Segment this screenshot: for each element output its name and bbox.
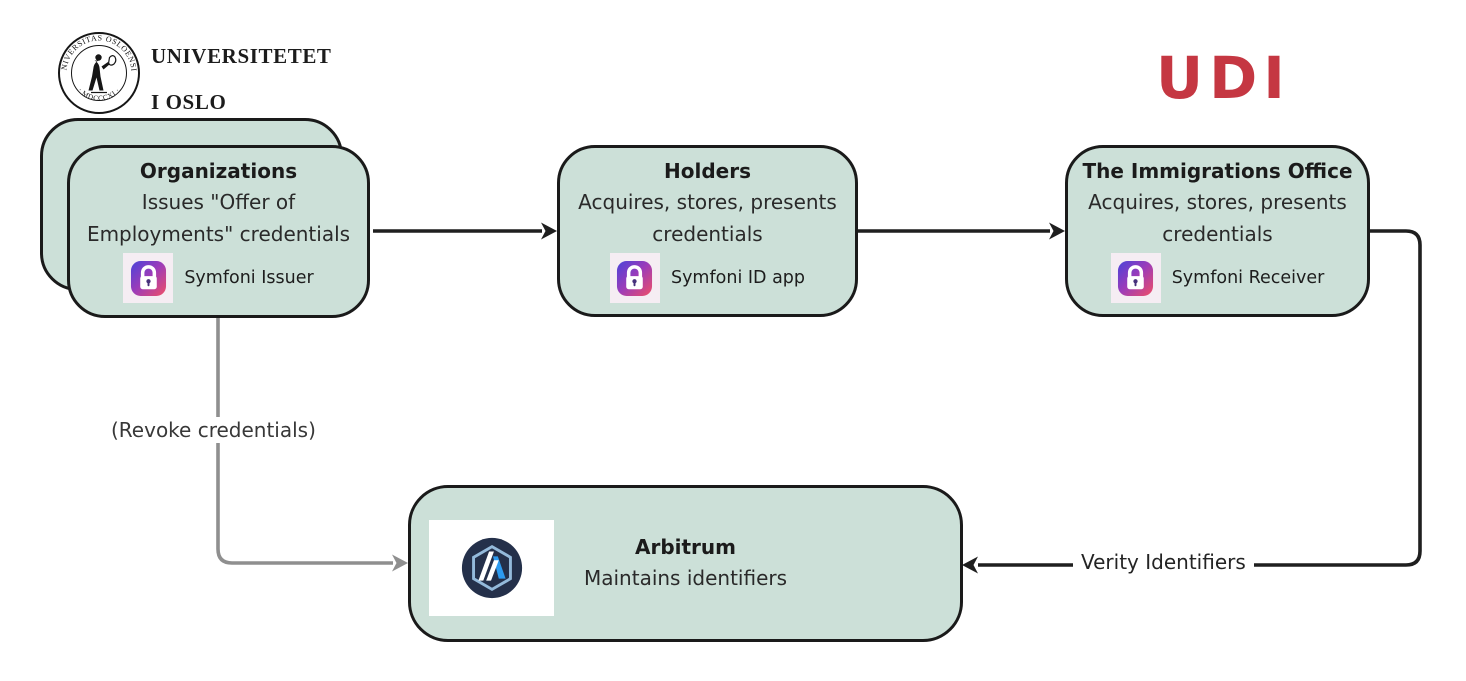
uio-logo-line2: I OSLO [151, 90, 227, 114]
edge-immigrations-to-arbitrum [978, 229, 1422, 567]
immigrations-description-line2: credentials [1162, 221, 1273, 246]
arrowhead-to-arbitrum-right-icon [962, 556, 978, 574]
immigrations-description-line1: Acquires, stores, presents [1088, 190, 1347, 214]
symfoni-id-app-lock-icon [609, 253, 660, 303]
symfoni-issuer-lock-icon [123, 253, 174, 303]
symfoni-receiver-lock-icon [1110, 253, 1161, 303]
uio-logo-line1: UNIVERSITETET [151, 44, 332, 68]
organizations-app-label: Symfoni Issuer [184, 268, 314, 288]
organizations-description-line2: Employments" credentials [86, 221, 351, 246]
holders-app-label: Symfoni ID app [670, 268, 806, 288]
immigrations-app-label: Symfoni Receiver [1171, 268, 1325, 288]
edge-label-verity-identifiers: Verity Identifiers [1073, 549, 1254, 575]
organizations-title: Organizations [139, 159, 298, 183]
immigrations-title: The Immigrations Office [1082, 159, 1353, 183]
node-organizations: Organizations Issues "Offer of Employmen… [67, 145, 370, 318]
node-holders: Holders Acquires, stores, presents crede… [557, 145, 858, 317]
immigrations-app-row: Symfoni Receiver [1110, 253, 1325, 303]
arbitrum-title: Arbitrum [634, 535, 736, 559]
edge-organizations-to-arbitrum [216, 314, 393, 565]
arbitrum-logo-icon [429, 520, 554, 616]
arbitrum-text-block: Arbitrum Maintains identifiers [411, 532, 960, 595]
uio-seal-icon: UNIVERSITAS OSLOENSIS · MDCCCXI · [57, 31, 140, 114]
arrowhead-to-arbitrum-left-icon [392, 554, 408, 572]
holders-title: Holders [664, 159, 751, 183]
arrowhead-to-immigrations-icon [1049, 222, 1065, 240]
holders-description-line2: credentials [652, 221, 763, 246]
uio-logo-wordmark: UNIVERSITETET I OSLO [151, 45, 332, 114]
uio-seal-figure [88, 54, 117, 94]
arbitrum-description: Maintains identifiers [583, 566, 788, 590]
udi-logo: UDI [1156, 44, 1291, 112]
node-immigrations-office: The Immigrations Office Acquires, stores… [1065, 145, 1370, 317]
arrowhead-to-holders-icon [541, 222, 557, 240]
holders-app-row: Symfoni ID app [609, 253, 806, 303]
edge-label-revoke-credentials: (Revoke credentials) [103, 417, 324, 443]
holders-description-line1: Acquires, stores, presents [578, 190, 837, 214]
node-arbitrum: Arbitrum Maintains identifiers [408, 485, 963, 642]
organizations-app-row: Symfoni Issuer [123, 253, 314, 303]
uio-logo: UNIVERSITAS OSLOENSIS · MDCCCXI · UNIVER… [57, 31, 332, 115]
organizations-description-line1: Issues "Offer of [141, 190, 296, 214]
